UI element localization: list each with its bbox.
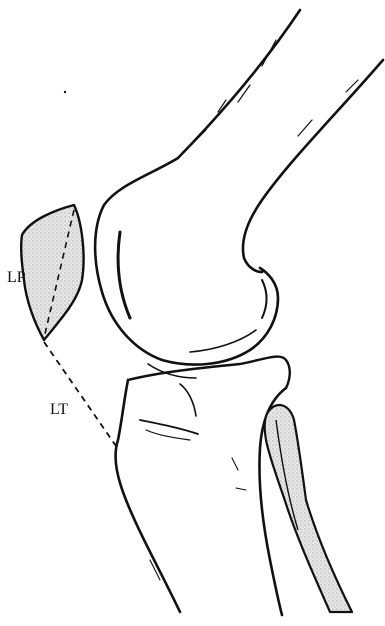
tibia-tubercle [140, 420, 198, 434]
tibia-tubercle-lower [146, 430, 190, 440]
label-lt: LT [50, 402, 68, 418]
femur-condyle-line [118, 232, 130, 318]
tibia-anterior [116, 380, 180, 612]
tibia [116, 357, 290, 615]
tibia-texture-2 [236, 488, 246, 490]
femur-outline-posterior [243, 60, 383, 272]
femur-texture-5 [196, 130, 206, 140]
stray-dot [64, 91, 66, 93]
femur-texture-1 [262, 40, 276, 66]
femur-texture-2 [238, 85, 250, 102]
patellar-ligament-line [44, 342, 116, 446]
tibia-texture-1 [232, 458, 238, 470]
patella [21, 205, 83, 340]
femur [95, 10, 383, 365]
patella-shape [21, 205, 83, 340]
femur-texture-4 [298, 120, 312, 136]
fibula [265, 405, 352, 612]
tibia-plateau [128, 357, 290, 388]
tibia-spine [180, 384, 196, 416]
femur-condyle-lower-arc [190, 330, 256, 352]
label-lp: LP [7, 270, 26, 286]
femur-condyle-right [262, 280, 267, 318]
